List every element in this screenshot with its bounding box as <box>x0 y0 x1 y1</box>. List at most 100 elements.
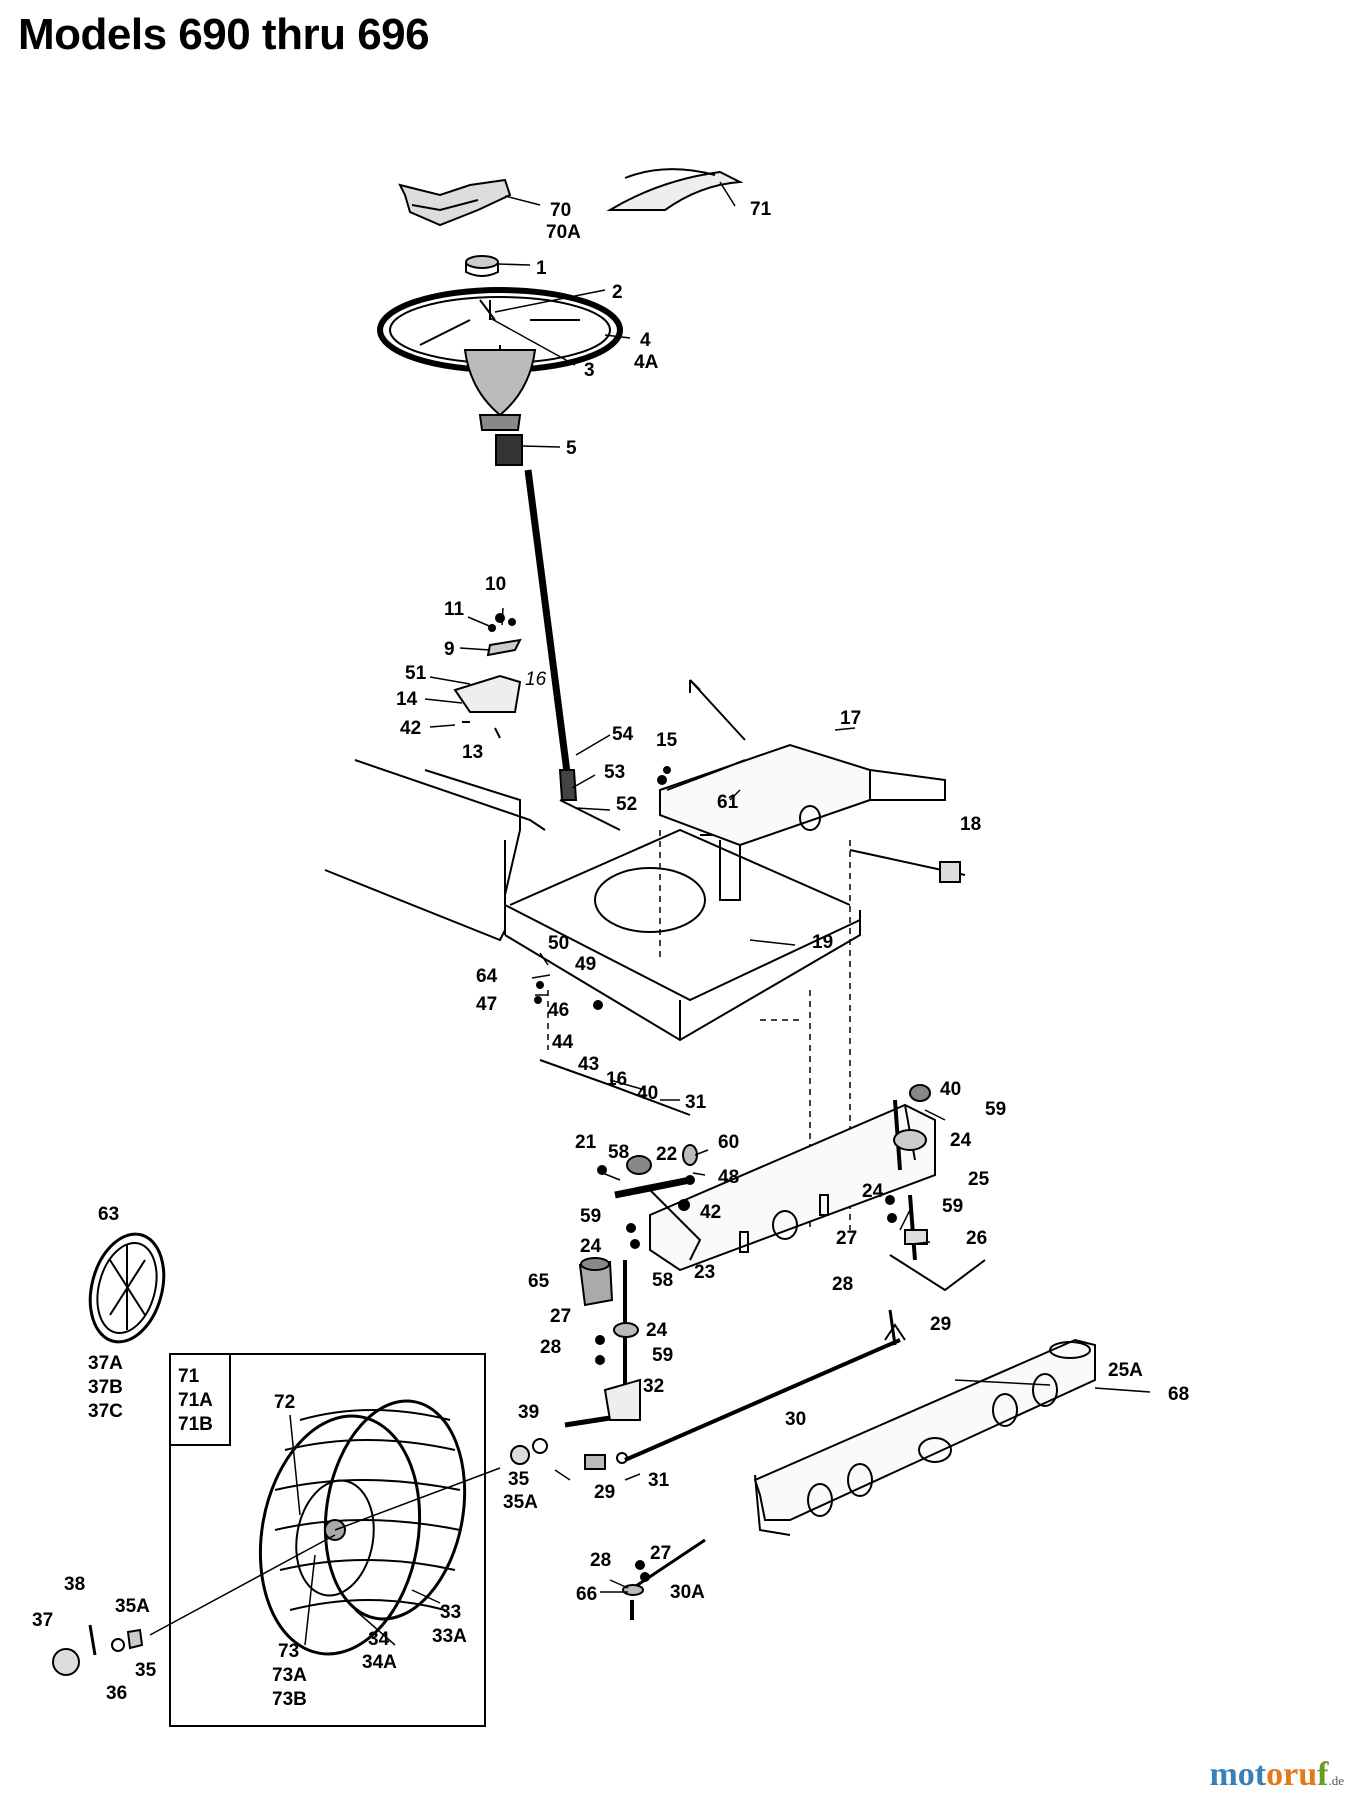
callout-9: 9 <box>444 639 455 660</box>
callout-53: 53 <box>604 762 625 783</box>
part-18-bolt <box>849 849 966 883</box>
callout-40-left: 40 <box>637 1083 658 1104</box>
callout-27-bottom: 27 <box>650 1543 671 1564</box>
part-29-pin <box>584 1454 606 1470</box>
part-40-cap-left <box>626 1155 652 1175</box>
part-32-left-spindle <box>564 1260 641 1428</box>
callout-44: 44 <box>552 1032 574 1053</box>
axle-line-lower <box>149 1534 336 1636</box>
callout-72: 72 <box>274 1392 295 1413</box>
part-37-cap-hardware <box>52 1624 144 1676</box>
part-1-cap <box>465 255 499 277</box>
callout-47: 47 <box>476 994 497 1015</box>
callout-27-left: 27 <box>550 1306 571 1327</box>
callout-31-upper: 31 <box>685 1092 707 1113</box>
callout-73A: 73A <box>272 1665 307 1686</box>
callout-51: 51 <box>405 663 427 684</box>
callout-35-wheel: 35 <box>508 1469 530 1490</box>
callout-16-upper: 16 <box>525 669 547 690</box>
callout-61: 61 <box>717 792 739 813</box>
part-65-bushing <box>578 1257 614 1307</box>
callout-4: 4 <box>640 330 651 351</box>
callout-15: 15 <box>656 730 678 751</box>
callout-34: 34 <box>368 1629 390 1650</box>
part-63-hubcap <box>88 1232 166 1344</box>
chassis-frame <box>324 759 861 1042</box>
watermark-logo: motoruf.de <box>1209 1756 1344 1794</box>
callout-35A-cap: 35A <box>115 1596 150 1617</box>
callout-65: 65 <box>528 1271 550 1292</box>
callout-24-lower: 24 <box>646 1320 668 1341</box>
callout-32: 32 <box>643 1376 664 1397</box>
callout-71: 71 <box>750 199 772 220</box>
callout-59-left: 59 <box>580 1206 601 1227</box>
callout-35-cap: 35 <box>135 1660 157 1681</box>
callout-34A: 34A <box>362 1652 397 1673</box>
callout-68: 68 <box>1168 1384 1189 1405</box>
part-17-bracket <box>659 743 946 901</box>
callout-31-lower: 31 <box>648 1470 670 1491</box>
page-title: Models 690 thru 696 <box>18 10 430 59</box>
part-31-nut <box>616 1452 628 1464</box>
callout-labels: 70 70A 71 1 2 3 4 4A 5 10 11 9 51 16 14 … <box>32 199 1189 1710</box>
callout-43: 43 <box>578 1054 599 1075</box>
callout-5: 5 <box>566 438 577 459</box>
part-39-washer <box>532 1438 548 1454</box>
callout-33A: 33A <box>432 1626 467 1647</box>
callout-1: 1 <box>536 258 547 279</box>
steering-arm-assembly <box>539 1059 702 1261</box>
callout-box-71B: 71B <box>178 1414 213 1435</box>
callout-2: 2 <box>612 282 623 303</box>
callout-23: 23 <box>694 1262 715 1283</box>
part-25-front-axle <box>649 1099 936 1272</box>
callout-37B: 37B <box>88 1377 123 1398</box>
callout-59-right: 59 <box>942 1196 963 1217</box>
callout-36: 36 <box>106 1683 127 1704</box>
part-4-steering-wheel <box>377 287 623 431</box>
callout-14: 14 <box>396 689 418 710</box>
callout-28-bottom: 28 <box>590 1550 611 1571</box>
callout-70: 70 <box>550 200 571 221</box>
callout-24-right: 24 <box>862 1181 884 1202</box>
fastener-markers <box>495 613 897 1582</box>
callout-box-71: 71 <box>178 1366 200 1387</box>
callout-58-lower: 58 <box>652 1270 673 1291</box>
part-70-steering-cover <box>398 178 512 227</box>
callout-70A: 70A <box>546 222 581 243</box>
callout-30: 30 <box>785 1409 806 1430</box>
callout-66: 66 <box>576 1584 597 1605</box>
callout-11: 11 <box>444 599 465 620</box>
callout-25: 25 <box>968 1169 990 1190</box>
callout-33: 33 <box>440 1602 461 1623</box>
callout-49: 49 <box>575 954 596 975</box>
callout-30A: 30A <box>670 1582 705 1603</box>
callout-37: 37 <box>32 1610 53 1631</box>
leader-lines <box>289 181 1151 1646</box>
callout-48: 48 <box>718 1167 739 1188</box>
callout-40-right: 40 <box>940 1079 961 1100</box>
callout-42-lower: 42 <box>700 1202 721 1223</box>
callout-42-upper: 42 <box>400 718 421 739</box>
callout-27-right: 27 <box>836 1228 857 1249</box>
callout-38: 38 <box>64 1574 85 1595</box>
callout-box-71A: 71A <box>178 1390 213 1411</box>
callout-37A: 37A <box>88 1353 123 1374</box>
callout-24-left: 24 <box>580 1236 602 1257</box>
part-61-drag-link <box>666 759 746 791</box>
part-40-cap-right <box>909 1084 931 1102</box>
callout-29-right: 29 <box>930 1314 951 1335</box>
part-71-bezel <box>606 168 744 211</box>
callout-21: 21 <box>575 1132 597 1153</box>
callout-26: 26 <box>966 1228 987 1249</box>
callout-50: 50 <box>548 933 569 954</box>
part-30-tie-rod <box>624 1309 906 1462</box>
part-26-right-spindle <box>889 1194 986 1292</box>
callout-73: 73 <box>278 1641 299 1662</box>
watermark-part-3: f <box>1317 1756 1329 1793</box>
callout-16-lower: 16 <box>606 1069 627 1090</box>
part-25A-axle-casting <box>753 1338 1096 1536</box>
callout-10: 10 <box>485 574 506 595</box>
steering-shaft <box>524 469 578 801</box>
